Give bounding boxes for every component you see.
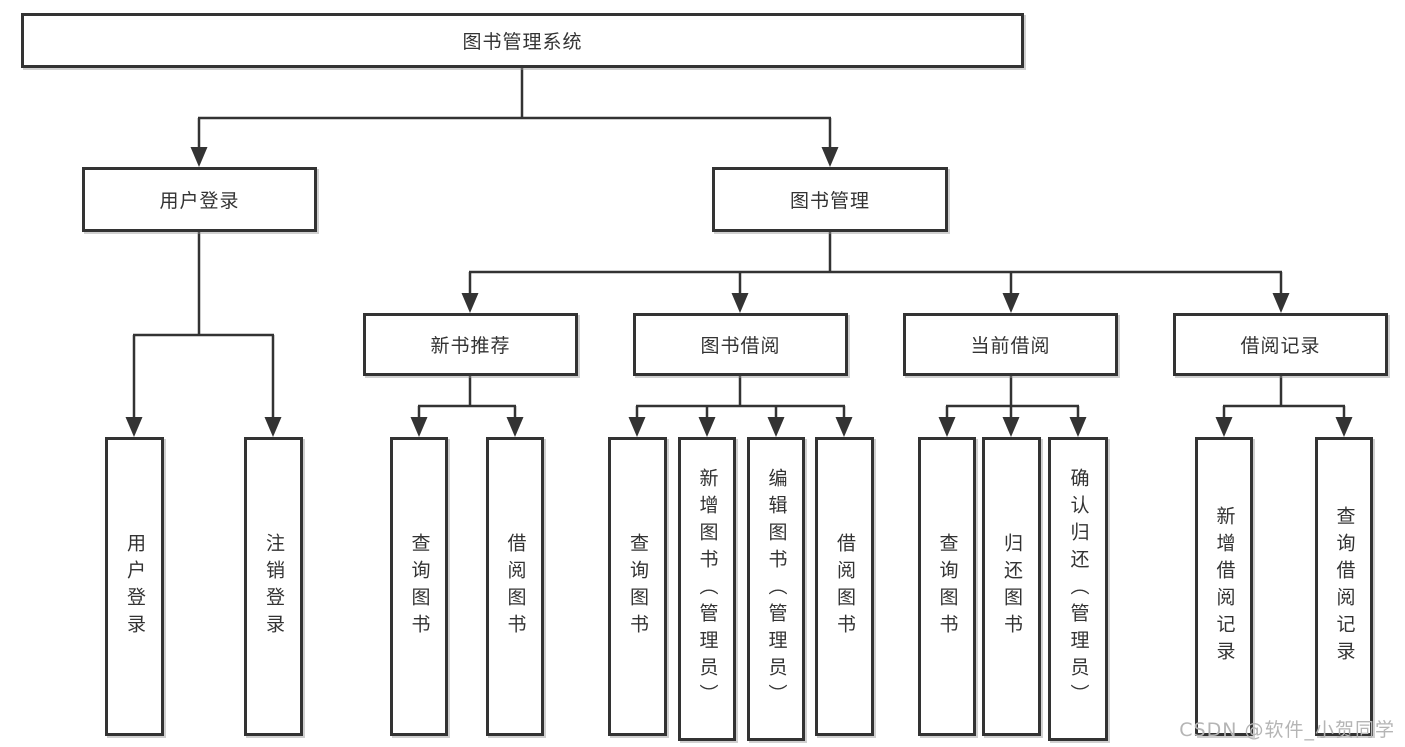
leaf-confirm-return-admin-label: 确认归还（管理员） [1067,467,1090,711]
node-borrow-records-label: 借阅记录 [1240,335,1321,357]
node-book-borrow: 图书借阅 [633,313,848,376]
connector-user-login-to-leaves [125,232,282,437]
csdn-watermark: CSDN @软件_小贺同学 [1179,719,1395,741]
leaf-add-borrow-record: 新增借阅记录 [1195,437,1253,736]
leaf-borrow-books-label: 借阅图书 [834,532,856,641]
node-new-book-recommend: 新书推荐 [363,313,578,376]
leaf-add-borrow-record-label: 新增借阅记录 [1213,505,1236,668]
node-root-label: 图书管理系统 [462,31,583,53]
leaf-borrow-books: 借阅图书 [815,437,874,736]
node-root: 图书管理系统 [21,13,1024,68]
leaf-query-books-recommend: 查询图书 [390,437,448,736]
leaf-borrow-books-recommend: 借阅图书 [486,437,544,736]
node-current-borrow-label: 当前借阅 [970,335,1051,357]
node-book-borrow-label: 图书借阅 [700,335,781,357]
node-book-management-label: 图书管理 [789,190,870,212]
leaf-user-login-label: 用户登录 [124,532,146,641]
leaf-add-book-admin: 新增图书（管理员） [678,437,736,741]
leaf-query-borrow-record-label: 查询借阅记录 [1333,505,1356,668]
node-user-login-label: 用户登录 [159,190,240,212]
leaf-edit-book-admin-label: 编辑图书（管理员） [765,467,788,711]
leaf-query-books-current-label: 查询图书 [936,532,959,641]
leaf-query-books-borrow: 查询图书 [608,437,667,736]
connector-book-borrow-to-leaves [628,376,853,437]
connector-borrow-records-to-leaves [1215,376,1353,437]
leaf-return-book: 归还图书 [982,437,1041,736]
connector-current-borrow-to-leaves [938,376,1087,437]
leaf-query-borrow-record: 查询借阅记录 [1315,437,1373,736]
leaf-add-book-admin-label: 新增图书（管理员） [696,467,719,711]
leaf-logout: 注销登录 [244,437,303,736]
connector-new-book-recommend-to-leaves [410,376,524,437]
leaf-user-login: 用户登录 [105,437,164,736]
leaf-edit-book-admin: 编辑图书（管理员） [747,437,805,741]
leaf-query-books-recommend-label: 查询图书 [408,532,431,641]
leaf-borrow-books-recommend-label: 借阅图书 [504,532,527,641]
node-user-login: 用户登录 [82,167,317,232]
leaf-query-books-borrow-label: 查询图书 [627,532,649,641]
connector-book-management-to-level3 [461,232,1290,313]
leaf-return-book-label: 归还图书 [1001,532,1023,641]
connector-root-to-level2 [190,68,839,167]
node-book-management: 图书管理 [712,167,948,232]
leaf-confirm-return-admin: 确认归还（管理员） [1048,437,1108,741]
node-borrow-records: 借阅记录 [1173,313,1388,376]
leaf-query-books-current: 查询图书 [918,437,976,736]
leaf-logout-label: 注销登录 [263,532,285,641]
node-current-borrow: 当前借阅 [903,313,1118,376]
node-new-book-recommend-label: 新书推荐 [430,335,511,357]
